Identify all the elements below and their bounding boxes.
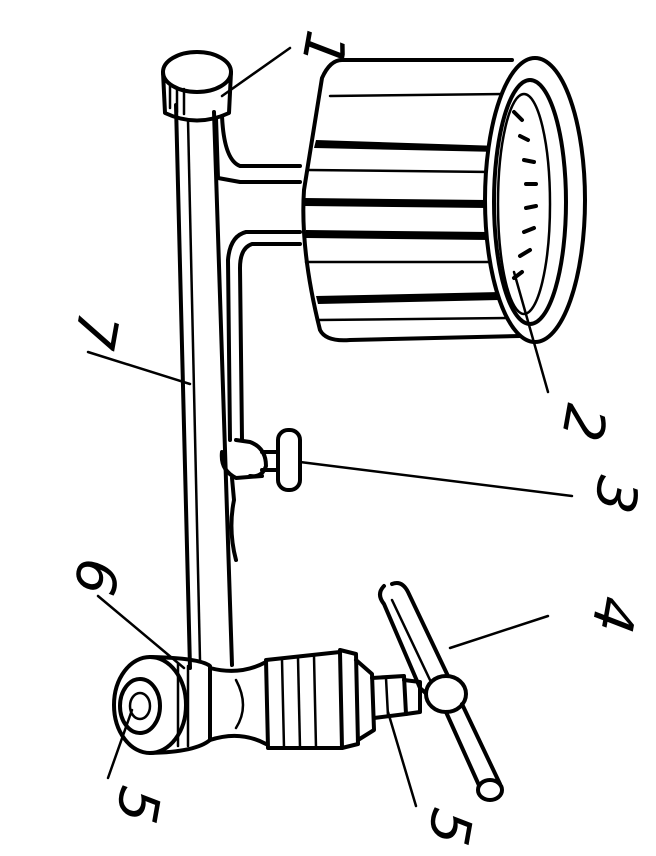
upper-branch-pipe [214,114,302,184]
coupling [208,660,268,746]
callout-5-right: 5 [414,804,484,850]
threaded-nut [264,648,376,750]
valve [219,428,302,562]
callout-3: 3 [580,472,650,518]
callout-4: 4 [578,592,648,638]
bottom-block [112,655,212,755]
callout-1: 1 [288,26,358,72]
t-handle [378,581,504,802]
callout-2: 2 [548,400,618,446]
lower-branch-pipe [226,230,302,442]
callout-6: 6 [60,554,130,600]
callout-5-left: 5 [102,782,172,828]
callout-7: 7 [60,308,130,355]
small-fitting [370,674,422,720]
leader-lines [86,46,574,808]
main-tube [174,103,234,670]
top-cap [161,50,233,123]
pressure-gauge [301,56,587,344]
